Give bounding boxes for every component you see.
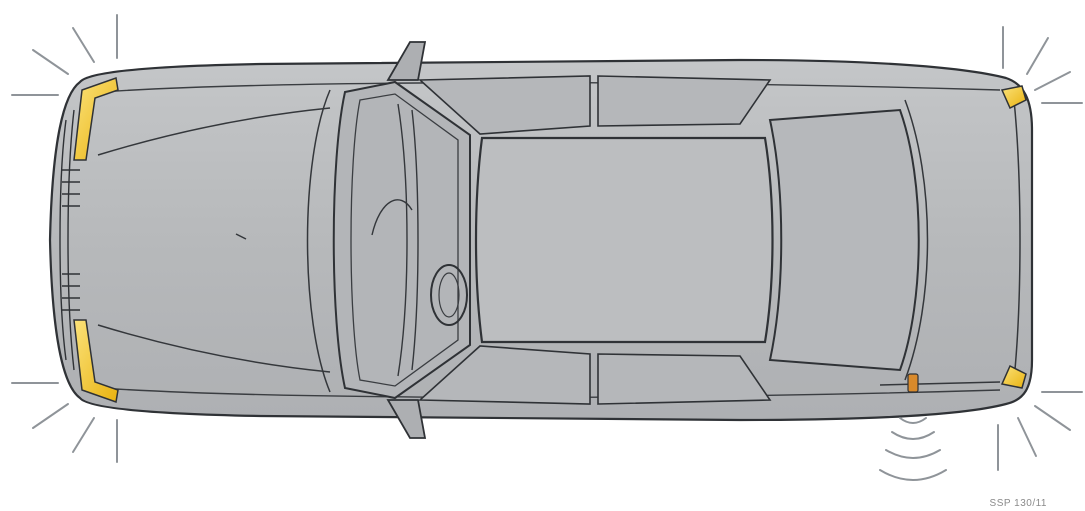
indicator-front-right	[73, 319, 119, 404]
mirror-left	[386, 41, 427, 81]
flash-rays-front-right	[11, 382, 118, 463]
signal-waves-icon	[879, 417, 947, 481]
flash-rays-rear-left	[1002, 26, 1083, 104]
hood	[97, 89, 331, 393]
roof	[474, 136, 774, 344]
mirror-right	[386, 399, 427, 439]
steering-wheel-icon	[430, 264, 468, 326]
rear-window	[768, 108, 920, 372]
windshield	[332, 80, 471, 400]
indicator-front-left	[73, 76, 119, 161]
indicator-rear-left	[1000, 85, 1027, 110]
indicator-rear-right	[1000, 364, 1027, 389]
figure-reference-code: SSP 130/11	[989, 498, 1047, 509]
dashboard	[371, 103, 419, 377]
flash-rays-front-left	[11, 14, 118, 96]
front-grille	[59, 109, 80, 371]
flash-rays-rear-right	[997, 391, 1083, 471]
sensor-unit	[907, 373, 919, 393]
side-windows-right	[417, 345, 772, 405]
side-windows-left	[417, 75, 772, 135]
trunk	[879, 99, 1021, 386]
